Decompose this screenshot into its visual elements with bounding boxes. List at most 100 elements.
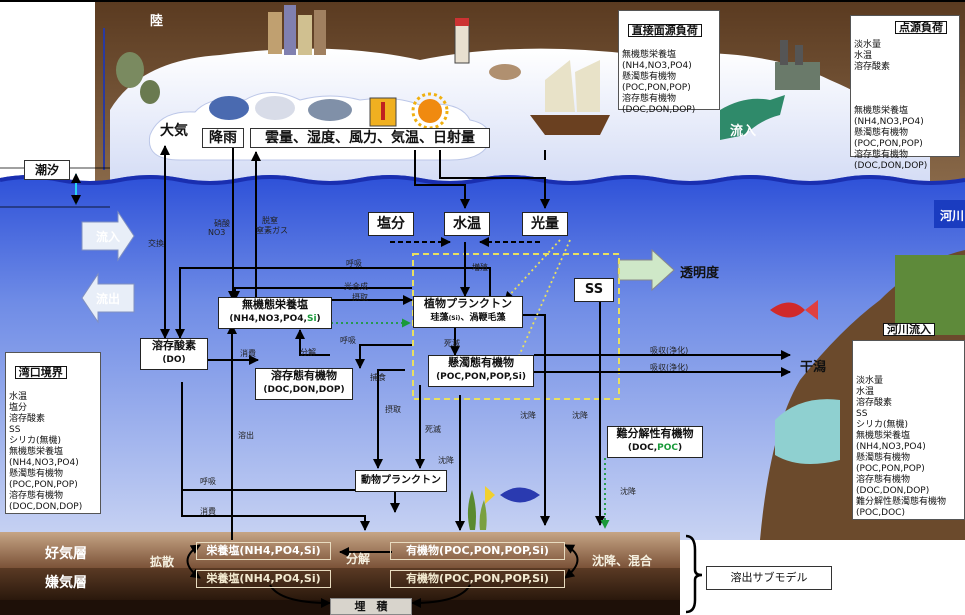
phytoplankton-node: 植物プランクトン 珪藻(Si)、渦鞭毛藻 [413,296,523,328]
label-predation: 捕食 [370,373,386,382]
phyto-zone-dashed-box [412,253,620,400]
label-nitrate: 硝酸 [214,219,230,228]
sky-area [110,48,930,200]
label-absorb-2: 吸収(浄化) [650,363,689,372]
aerobic-layer-label: 好気層 [45,546,87,562]
sediment-nutrients-aerobic: 栄養塩(NH4,PO4,Si) [196,542,331,560]
tidal-flat-label: 干潟 [800,360,827,375]
particulate-organic-sub: (POC,PON,POP,Si) [436,372,526,382]
label-sinking-2: 沈降 [520,411,536,420]
point-inflow-arrow [720,95,785,140]
cloud-icon [255,96,295,120]
direct-load-lines: 無機態栄養塩(NH4,NO3,PO4)懸濁態有機物(POC,PON,POP)溶存… [622,50,716,116]
factory-icon [775,40,820,90]
phytoplankton-diatom: 珪藻 [430,313,449,323]
water-temp-node: 水温 [444,212,490,236]
outflow-label: 流出 [96,292,121,306]
inflow-label: 流入 [96,230,121,244]
animal-icon [489,64,521,80]
direct-load-line: 懸濁態有機物 [622,72,677,82]
label-respiration-bottom: 呼吸 [200,477,216,486]
inorganic-nutrients-formula: (NH4,NO3,PO4, [229,314,307,324]
label-sinking-3: 沈降 [572,411,588,420]
land-tower-icon [454,18,470,64]
direct-load-line: (DOC,DON,DOP) [622,105,696,115]
weather-factors-label: 雲量、湿度、風力、気温、日射量 [250,128,490,148]
submodel-bracket [685,534,703,614]
bay-boundary-line: シリカ(無機) [9,436,62,446]
particulate-organic-node: 懸濁態有機物 (POC,PON,POP,Si) [428,355,534,387]
river-inflow-line: (DOC,DON,DOP) [856,486,930,496]
sailing-ship-icon [530,60,610,135]
label-respiration-top: 呼吸 [346,259,362,268]
anaerobic-layer-label: 嫌気層 [45,575,87,591]
refractory-organic-poc: POC [657,443,678,453]
anaerobic-layer [0,568,680,600]
label-no3: NO3 [208,228,226,237]
direct-load-title: 直接面源負荷 [627,24,702,37]
bay-boundary-line: (NH4,NO3,PO4) [9,458,79,468]
inorganic-nutrients-title: 無機態栄養塩 [242,298,308,311]
label-diffusion: 拡散 [150,555,175,569]
river-inflow-line: 懸濁態有機物 [856,453,911,463]
river-inflow-line: (POC,PON,POP) [856,464,925,474]
label-proliferation: 増殖 [472,263,488,272]
river-inflow-line: 無機態栄養塩 [856,431,911,441]
dissolved-oxygen-title: 溶存酸素 [152,339,196,352]
direct-load-line: 溶存態有機物 [622,94,677,104]
point-load-line: (POC,PON,POP) [854,139,923,149]
label-respiration-mid: 呼吸 [340,336,356,345]
dissolved-organic-sub: (DOC,DON,DOP) [263,385,345,395]
inorganic-nutrients-node: 無機態栄養塩 (NH4,NO3,PO4,Si) [218,297,332,329]
point-load-pre-line: 溶存酸素 [854,62,891,72]
thermometer-icon [369,97,397,127]
label-settle-mix: 沈降、混合 [592,554,653,568]
phytoplankton-title: 植物プランクトン [424,297,512,310]
insect-icon [116,52,160,104]
process-arrows [160,145,791,608]
elution-submodel-label: 溶出サブモデル [706,566,832,590]
river-inflow-line: 溶存酸素 [856,398,893,408]
label-denit: 脱窒 [262,216,278,225]
river-inflow-line: (POC,DOC) [856,508,905,518]
label-exchange: 交換 [148,239,164,248]
green-dotted-arrows [331,318,610,529]
atmosphere-label: 大気 [160,123,188,139]
refractory-organic-title: 難分解性有機物 [616,427,694,440]
tide-label: 潮汐 [24,160,70,180]
river-inflow-line: シリカ(無機) [856,420,909,430]
bay-boundary-line: 水温 [9,392,28,402]
label-sinking-4: 沈降 [620,487,636,496]
refractory-organic-node: 難分解性有機物 (DOC,POC) [607,426,703,458]
point-load-pre-line: 淡水量 [854,40,882,50]
river-inflow-title: 河川流入 [883,323,935,336]
point-load-title: 点源負荷 [895,21,947,34]
label-uptake: 摂取 [352,293,368,302]
river-inflow-line: 難分解性懸濁態有機物 [856,497,947,507]
river-inflow-line: 淡水量 [856,376,884,386]
rain-cloud-icon [209,96,249,120]
label-elution: 溶出 [238,431,254,440]
city-buildings-icon [268,5,326,55]
river-label: 河川 [940,209,965,223]
particulate-organic-title: 懸濁態有機物 [448,356,514,369]
point-load-lines: 無機態栄養塩(NH4,NO3,PO4)懸濁態有機物(POC,PON,POP)溶存… [854,106,956,172]
point-load-line: 無機態栄養塩 [854,106,909,116]
river-band [934,200,965,228]
bay-boundary-line: 溶存酸素 [9,414,46,424]
label-death-zoo: 死滅 [425,425,441,434]
label-decomposition: 分解 [300,348,316,357]
direct-load-line: (NH4,NO3,PO4) [622,61,692,71]
wind-icon [308,99,352,121]
direct-load-line: 無機態栄養塩 [622,50,677,60]
river-inflow-line: 溶存態有機物 [856,475,911,485]
outflow-arrow [81,272,135,324]
seaweed-icon [467,490,487,530]
label-grazing: 摂取 [385,405,401,414]
label-sinking-1: 沈降 [438,456,454,465]
sediment-organic-anaerobic: 有機物(POC,PON,POP,Si) [390,570,565,588]
label-absorb-1: 吸収(浄化) [650,346,689,355]
label-death-phyto: 死滅 [444,339,460,348]
